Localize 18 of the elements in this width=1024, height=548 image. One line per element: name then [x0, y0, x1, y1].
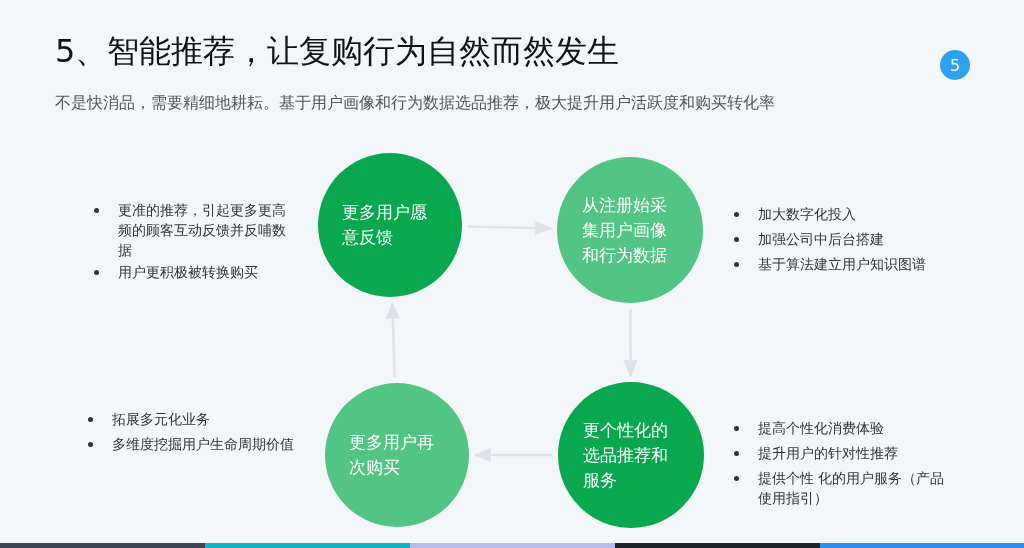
page-number-badge: 5: [940, 50, 970, 80]
bullet-text: 更准的推荐，引起更多更高频的顾客互动反馈并反哺数据: [118, 202, 286, 258]
bullet-text: 用户更积极被转换购买: [118, 264, 258, 280]
bullet-text: 多维度挖掘用户生命周期价值: [112, 436, 294, 452]
bullet-text: 提高个性化消费体验: [758, 420, 884, 436]
title: 5、智能推荐，让复购行为自然而然发生: [55, 31, 620, 72]
bullet-text: 加大数字化投入: [758, 206, 856, 222]
subtitle: 不是快消品，需要精细地耕耘。基于用户画像和行为数据选品推荐，极大提升用户活跃度和购买转化率: [55, 93, 775, 114]
process-circle: 更个性化的选品推荐和服务: [558, 382, 704, 528]
bullet-text: 提升用户的针对性推荐: [758, 445, 898, 461]
bullet-text: 提供个性 化的用户服务（产品使用指引）: [758, 470, 945, 506]
bullet-text: 拓展多元化业务: [112, 411, 210, 427]
process-circle: 从注册始采集用户画像和行为数据: [557, 157, 703, 303]
arrow: [467, 221, 553, 235]
process-circle: 更多用户再次购买: [325, 383, 469, 527]
process-circle: 更多用户愿意反馈: [318, 153, 462, 297]
bullet-text: 基于算法建立用户知识图谱: [758, 256, 926, 272]
bullet-text: 加强公司中后台搭建: [758, 231, 884, 247]
